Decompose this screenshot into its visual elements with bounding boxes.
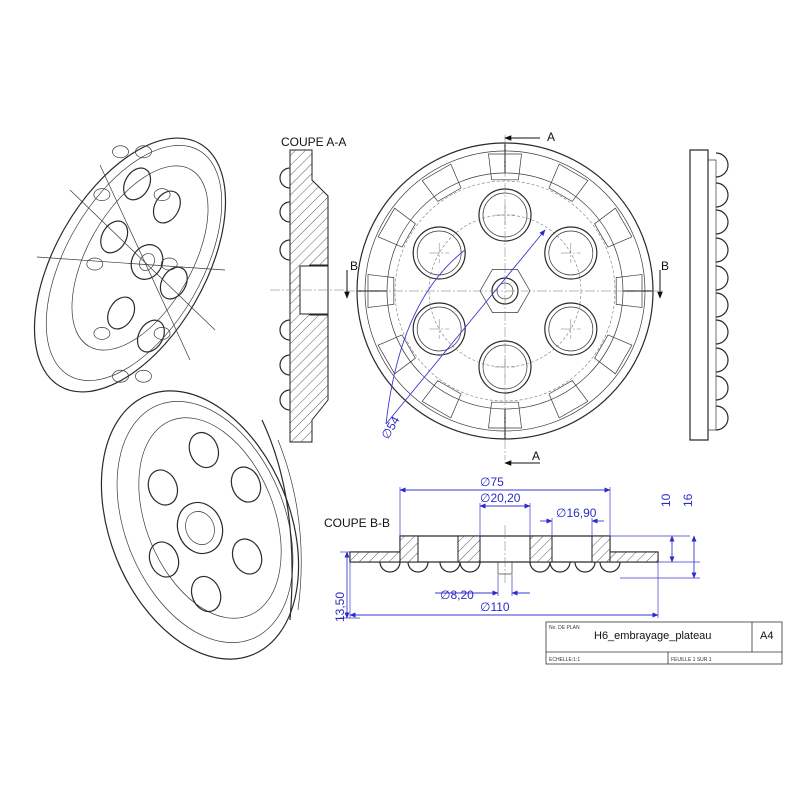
dim-d54: ∅54 xyxy=(378,414,402,442)
dim-h16: 16 xyxy=(681,493,695,507)
ball-profile xyxy=(459,561,481,573)
iso-bump xyxy=(112,145,129,159)
ball-profile xyxy=(715,182,729,208)
ball-profile xyxy=(715,375,729,401)
dim-d8-20: ∅8,20 xyxy=(440,588,474,602)
ball-profile xyxy=(279,239,291,261)
iso-hole xyxy=(188,431,220,469)
iso-hole xyxy=(152,190,181,224)
ball-profile xyxy=(715,237,729,263)
dim-d20-20: ∅20,20 xyxy=(480,491,521,505)
iso-hole xyxy=(159,266,188,300)
ball-profile xyxy=(715,209,729,235)
dim-d75: ∅75 xyxy=(480,475,504,489)
title-block: No. DE PLAN H6_embrayage_plateau A4 ECHE… xyxy=(545,621,783,665)
title-format: A4 xyxy=(760,630,773,642)
section-bb-view: COUPE B-B ∅75 ∅20,20 ∅16,90 10 16 xyxy=(324,475,700,622)
iso-bump xyxy=(135,145,152,159)
isometric-view-top xyxy=(33,137,227,393)
blade xyxy=(421,380,462,419)
ball-profile xyxy=(715,347,729,373)
ball-profile xyxy=(715,319,729,345)
ball-profile xyxy=(599,561,621,573)
hole-inner xyxy=(548,230,594,276)
ball-profile xyxy=(279,201,291,223)
section-marker-a-bottom: A xyxy=(532,449,540,463)
iso-bump xyxy=(135,369,152,383)
title-sheet: FEUILLE 1 SUR 1 xyxy=(671,657,712,663)
iso-bump xyxy=(153,327,171,340)
front-view: A A B B ∅54 xyxy=(344,130,669,466)
ball-profile xyxy=(379,561,401,573)
blade xyxy=(594,334,633,375)
dim-d110: ∅110 xyxy=(480,600,510,614)
blade xyxy=(377,334,416,375)
iso-hole xyxy=(230,466,262,503)
ball-profile xyxy=(715,152,729,178)
title-drawing-name: H6_embrayage_plateau xyxy=(594,630,711,642)
ball-profile xyxy=(279,167,291,189)
iso-bump xyxy=(153,188,171,201)
section-aa-title: COUPE A-A xyxy=(281,135,346,149)
blade xyxy=(548,163,589,202)
dim-h13-50: 13,50 xyxy=(333,592,347,622)
blade xyxy=(421,163,462,202)
center-boss xyxy=(497,561,513,575)
ball-profile xyxy=(279,319,291,341)
ball-profile xyxy=(549,561,571,573)
blade xyxy=(488,401,522,429)
section-aa-view: COUPE A-A xyxy=(270,135,346,443)
iso-bump xyxy=(93,188,111,201)
section-bb-title: COUPE B-B xyxy=(324,516,390,530)
iso-hole xyxy=(231,538,263,575)
blade xyxy=(594,207,633,248)
ball-profile xyxy=(715,405,729,431)
ball-profile xyxy=(715,265,729,291)
iso-hole xyxy=(148,541,180,578)
blade xyxy=(377,207,416,248)
ball-profile xyxy=(715,292,729,318)
iso-hole xyxy=(136,319,165,353)
blade xyxy=(367,274,395,308)
hole xyxy=(412,226,466,280)
ball-profile xyxy=(279,389,291,411)
ball-profile xyxy=(529,561,551,573)
section-marker-b-right: B xyxy=(661,259,669,273)
isometric-view-bottom xyxy=(100,390,302,660)
iso-bump xyxy=(93,327,111,340)
iso-hole xyxy=(123,167,152,201)
hole xyxy=(544,302,598,356)
iso-hole xyxy=(147,469,179,506)
section-marker-a-top: A xyxy=(547,130,555,144)
dim-h10: 10 xyxy=(659,493,673,507)
hole-inner xyxy=(548,306,594,352)
iso-hole xyxy=(190,575,222,613)
ball-profile xyxy=(574,561,596,573)
ball-profile xyxy=(439,561,461,573)
side-view xyxy=(689,149,729,441)
hole xyxy=(544,226,598,280)
iso-bump xyxy=(86,257,104,271)
blade xyxy=(615,274,643,308)
iso-bump xyxy=(160,257,178,271)
hole-inner xyxy=(416,306,462,352)
ball-profile xyxy=(279,354,291,376)
hole xyxy=(412,302,466,356)
title-plan-label: No. DE PLAN xyxy=(549,625,580,631)
ball-profile xyxy=(407,561,429,573)
title-scale: ECHELLE:1:1 xyxy=(549,657,580,663)
section-marker-b-left: B xyxy=(350,259,358,273)
iso-bump xyxy=(112,369,129,383)
dim-d16-90: ∅16,90 xyxy=(556,506,597,520)
iso-hole xyxy=(107,296,136,330)
blade xyxy=(548,380,589,419)
blade xyxy=(488,153,522,181)
